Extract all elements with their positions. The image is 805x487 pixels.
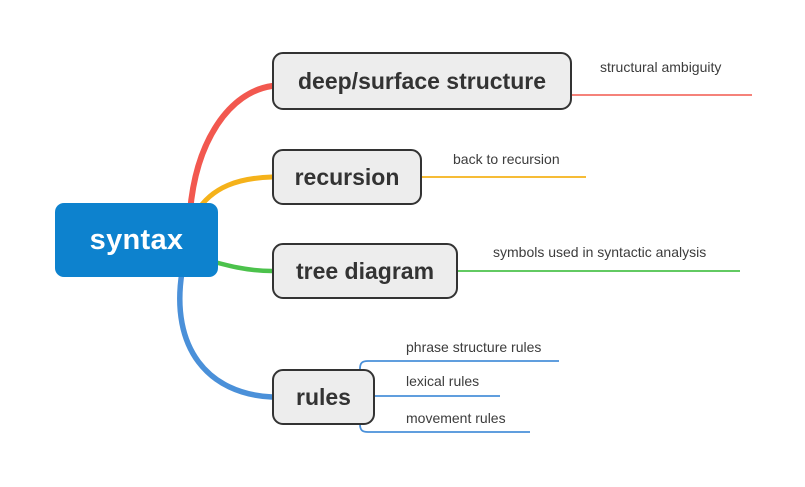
branch-curve-rules — [177, 269, 275, 400]
topic-node-rules[interactable]: rules — [272, 369, 375, 425]
root-node-label: syntax — [89, 223, 184, 256]
leaf-label-lexical-rules[interactable]: lexical rules — [406, 373, 480, 389]
root-node-syntax[interactable]: syntax — [55, 203, 218, 277]
leaf-label-movement-rules[interactable]: movement rules — [406, 410, 506, 426]
topic-node-label: recursion — [294, 163, 400, 190]
topic-node-label: deep/surface structure — [298, 67, 546, 94]
leaf-label-back-to-recursion[interactable]: back to recursion — [453, 151, 560, 167]
branch-curve-deep-surface-structure — [187, 83, 275, 215]
leaf-label-phrase-structure-rules[interactable]: phrase structure rules — [406, 339, 542, 355]
topic-node-label: rules — [296, 383, 351, 410]
leaf-label-structural-ambiguity[interactable]: structural ambiguity — [600, 59, 722, 75]
topic-node-tree-diagram[interactable]: tree diagram — [272, 243, 458, 299]
topic-node-label: tree diagram — [295, 257, 435, 284]
topic-node-deep-surface-structure[interactable]: deep/surface structure — [272, 52, 572, 110]
topic-node-recursion[interactable]: recursion — [272, 149, 422, 205]
leaf-label-symbols-used-in-syntactic-analysis[interactable]: symbols used in syntactic analysis — [493, 244, 707, 260]
